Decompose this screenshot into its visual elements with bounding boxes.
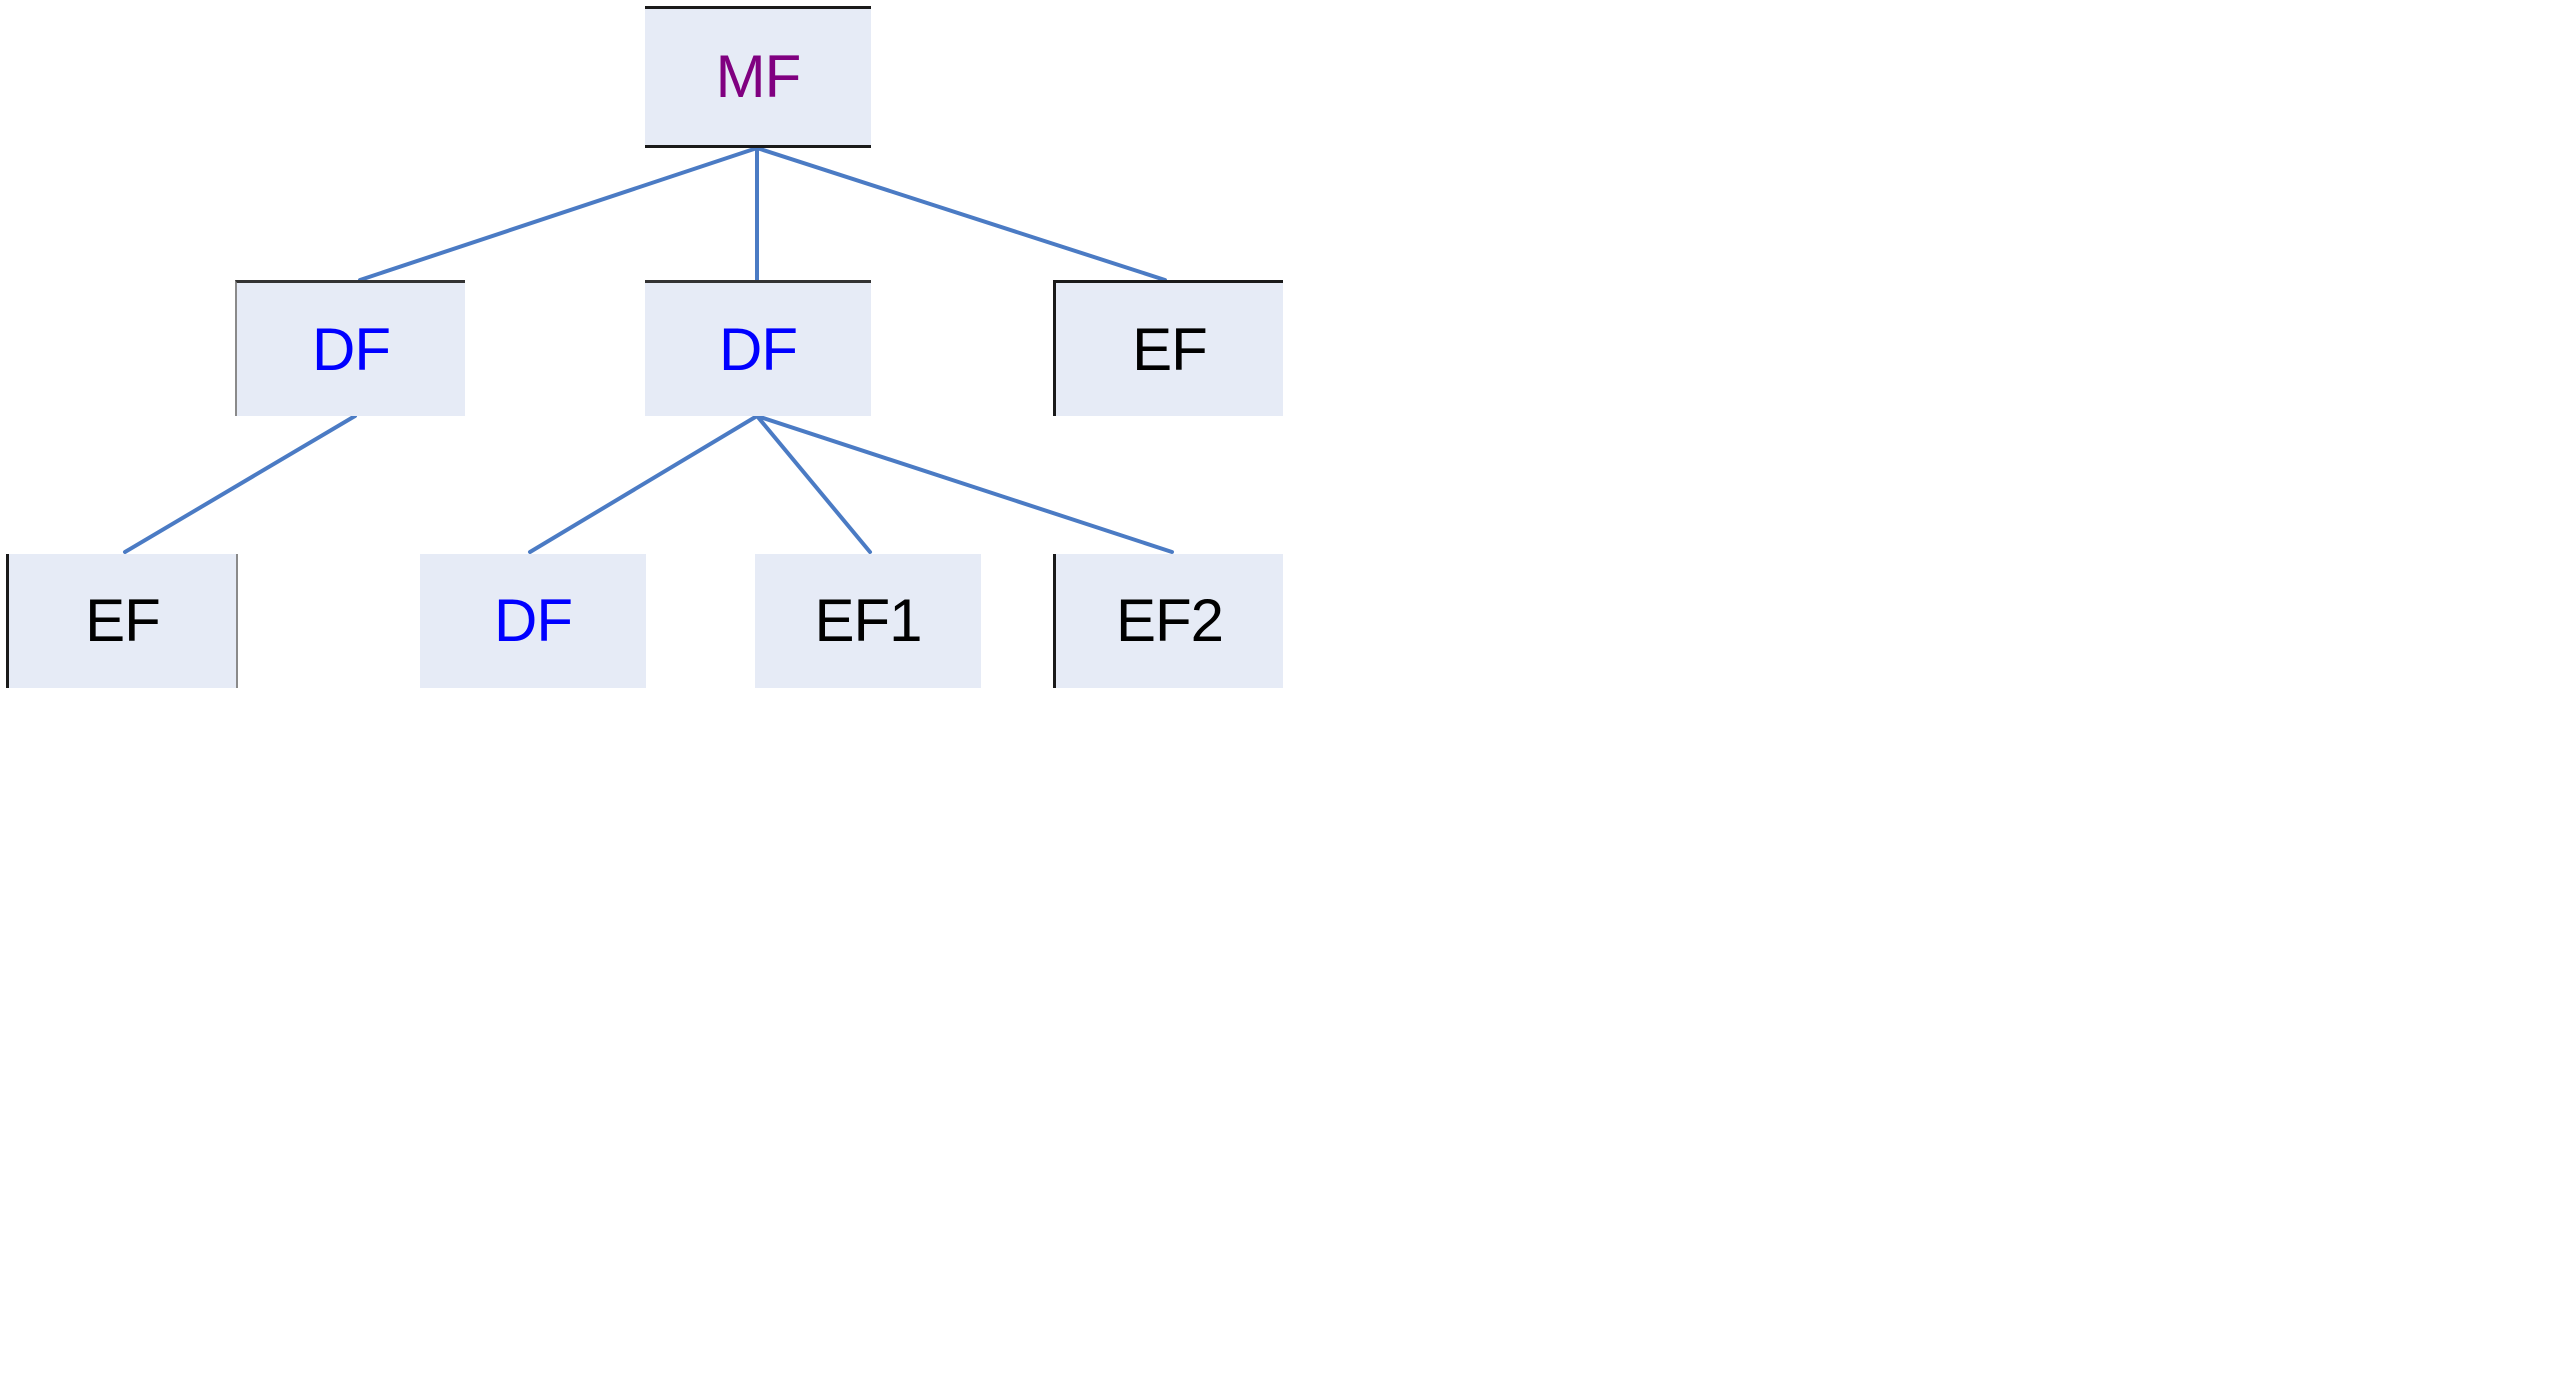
node-ef2-leaf-label: EF2	[1115, 587, 1224, 654]
node-mf-label: MF	[715, 43, 802, 110]
connector-df-middle-to-ef1	[755, 414, 872, 554]
node-ef2-leaf: EF2	[1053, 554, 1283, 688]
connector-df-middle-to-df	[528, 414, 759, 554]
node-df-middle-label: DF	[719, 315, 798, 383]
node-ef1-leaf-label: EF1	[814, 587, 922, 654]
node-mf-root: MF	[645, 6, 871, 148]
node-df-leaf: DF	[420, 554, 646, 688]
node-df-middle: DF	[645, 280, 871, 416]
node-ef-right: EF	[1053, 280, 1283, 416]
node-df-leaf-label: DF	[494, 587, 573, 654]
node-ef-leaf: EF	[6, 554, 238, 688]
connector-df-left-to-ef	[123, 414, 357, 554]
connector-mf-to-df-left	[358, 146, 759, 282]
connector-df-middle-to-ef2	[755, 414, 1174, 554]
node-ef-right-label: EF	[1132, 315, 1208, 383]
connector-mf-to-ef-right	[755, 146, 1167, 282]
node-df-left: DF	[235, 280, 465, 416]
node-df-left-label: DF	[312, 315, 391, 383]
node-ef-leaf-label: EF	[85, 587, 161, 654]
node-ef1-leaf: EF1	[755, 554, 981, 688]
